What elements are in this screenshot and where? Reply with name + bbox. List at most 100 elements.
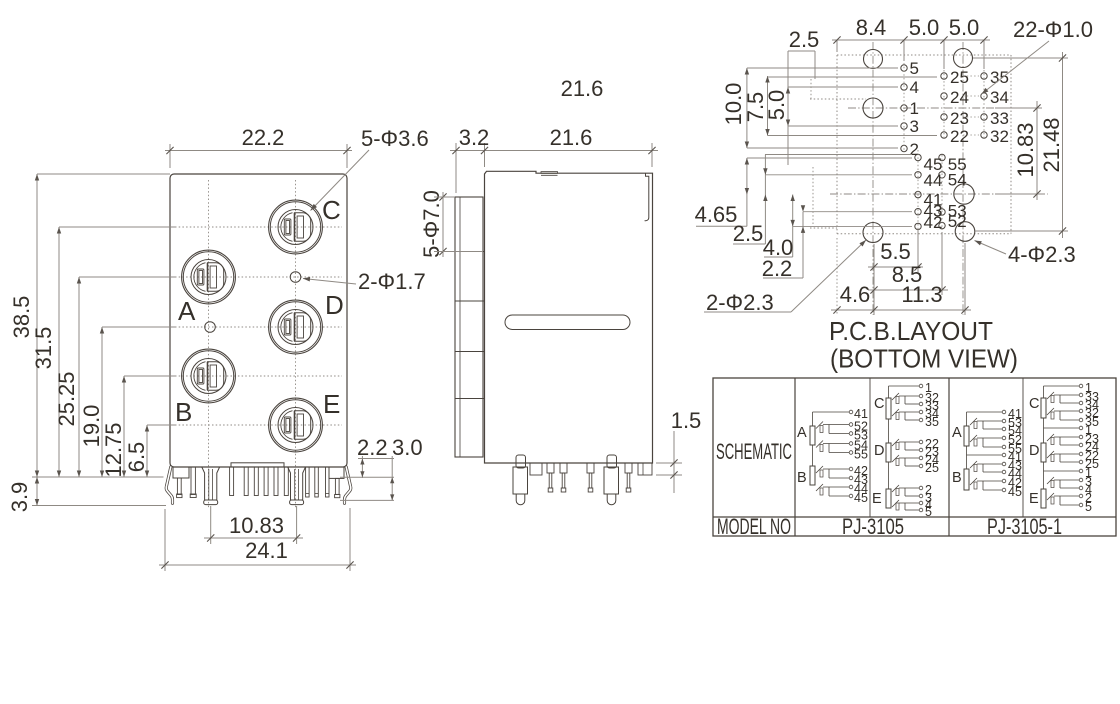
svg-text:B: B xyxy=(952,470,962,486)
svg-text:32: 32 xyxy=(990,127,1009,146)
svg-text:2.5: 2.5 xyxy=(789,27,820,52)
svg-text:5.0: 5.0 xyxy=(909,15,940,40)
svg-text:32: 32 xyxy=(925,391,939,405)
svg-text:D: D xyxy=(1029,443,1039,459)
svg-text:34: 34 xyxy=(990,88,1009,107)
svg-text:53: 53 xyxy=(1008,416,1022,430)
svg-text:1.5: 1.5 xyxy=(671,408,702,433)
svg-text:41: 41 xyxy=(854,407,868,421)
svg-text:55: 55 xyxy=(948,155,967,174)
svg-text:54: 54 xyxy=(854,439,868,453)
svg-text:38.5: 38.5 xyxy=(9,296,34,339)
svg-text:2: 2 xyxy=(1085,491,1092,505)
svg-text:33: 33 xyxy=(1085,390,1099,404)
svg-text:22: 22 xyxy=(1085,449,1099,463)
svg-text:52: 52 xyxy=(948,212,967,231)
svg-text:32: 32 xyxy=(1085,406,1099,420)
svg-text:(BOTTOM VIEW): (BOTTOM VIEW) xyxy=(830,344,1018,374)
svg-text:52: 52 xyxy=(1008,433,1022,447)
svg-text:35: 35 xyxy=(1085,415,1099,429)
svg-text:5-Φ3.6: 5-Φ3.6 xyxy=(361,126,429,151)
svg-text:D: D xyxy=(874,443,884,459)
svg-text:25: 25 xyxy=(925,461,939,475)
svg-text:3: 3 xyxy=(925,491,932,505)
svg-text:P.C.B.LAYOUT: P.C.B.LAYOUT xyxy=(829,316,993,346)
svg-text:B: B xyxy=(175,397,192,427)
svg-text:A: A xyxy=(797,425,807,441)
svg-text:2.2: 2.2 xyxy=(357,435,388,460)
svg-text:42: 42 xyxy=(1008,476,1022,490)
svg-text:4-Φ2.3: 4-Φ2.3 xyxy=(1008,242,1076,267)
svg-text:8.5: 8.5 xyxy=(892,262,923,287)
svg-text:A: A xyxy=(178,296,196,326)
svg-text:5: 5 xyxy=(925,505,932,519)
svg-text:53: 53 xyxy=(854,429,868,443)
svg-text:2: 2 xyxy=(925,483,932,497)
svg-text:19.0: 19.0 xyxy=(79,405,104,448)
svg-text:4: 4 xyxy=(910,78,919,97)
svg-text:3: 3 xyxy=(910,117,919,136)
svg-text:55: 55 xyxy=(854,448,868,462)
svg-text:B: B xyxy=(797,470,807,486)
svg-text:3.9: 3.9 xyxy=(7,482,32,513)
svg-text:43: 43 xyxy=(854,473,868,487)
svg-text:E: E xyxy=(1029,491,1039,507)
svg-text:21.48: 21.48 xyxy=(1039,117,1064,172)
svg-text:5: 5 xyxy=(910,59,919,78)
svg-text:25: 25 xyxy=(1085,457,1099,471)
svg-text:E: E xyxy=(872,491,882,507)
svg-text:4: 4 xyxy=(1085,483,1092,497)
svg-text:43: 43 xyxy=(1008,459,1022,473)
svg-text:55: 55 xyxy=(1008,442,1022,456)
svg-text:10.83: 10.83 xyxy=(229,513,284,538)
svg-text:5.5: 5.5 xyxy=(880,239,911,264)
svg-text:8.4: 8.4 xyxy=(856,15,887,40)
svg-text:23: 23 xyxy=(1085,432,1099,446)
svg-text:2-Φ1.7: 2-Φ1.7 xyxy=(358,269,426,294)
svg-text:41: 41 xyxy=(1008,407,1022,421)
svg-text:53: 53 xyxy=(948,202,967,221)
svg-text:35: 35 xyxy=(925,415,939,429)
svg-text:52: 52 xyxy=(854,420,868,434)
svg-text:4.6: 4.6 xyxy=(840,282,871,307)
svg-text:1: 1 xyxy=(1085,381,1092,395)
svg-text:6.5: 6.5 xyxy=(124,442,149,473)
svg-text:MODEL NO: MODEL NO xyxy=(717,514,791,539)
svg-text:21.6: 21.6 xyxy=(561,76,604,101)
svg-text:7.5: 7.5 xyxy=(743,92,768,123)
svg-text:10.0: 10.0 xyxy=(721,83,746,126)
svg-text:23: 23 xyxy=(950,109,969,128)
svg-text:21.6: 21.6 xyxy=(550,125,593,150)
svg-text:SCHEMATIC: SCHEMATIC xyxy=(716,439,792,464)
svg-text:1: 1 xyxy=(925,381,932,395)
svg-text:5.0: 5.0 xyxy=(949,15,980,40)
svg-text:33: 33 xyxy=(990,109,1009,128)
svg-text:E: E xyxy=(323,389,340,419)
svg-text:45: 45 xyxy=(1008,485,1022,499)
svg-text:45: 45 xyxy=(924,155,943,174)
svg-text:31.5: 31.5 xyxy=(31,327,56,370)
svg-text:2.2: 2.2 xyxy=(762,256,793,281)
svg-text:24.1: 24.1 xyxy=(245,538,288,563)
svg-text:5: 5 xyxy=(1085,500,1092,514)
svg-text:35: 35 xyxy=(990,68,1009,87)
svg-text:C: C xyxy=(322,195,341,225)
svg-text:12.75: 12.75 xyxy=(101,422,126,477)
svg-text:44: 44 xyxy=(924,171,943,190)
svg-text:33: 33 xyxy=(925,399,939,413)
svg-text:3.2: 3.2 xyxy=(459,125,490,150)
svg-text:44: 44 xyxy=(854,482,868,496)
svg-text:25.25: 25.25 xyxy=(54,371,79,426)
svg-text:54: 54 xyxy=(948,171,967,190)
svg-text:34: 34 xyxy=(1085,398,1099,412)
svg-text:41: 41 xyxy=(924,191,943,210)
svg-text:22.2: 22.2 xyxy=(242,125,285,150)
svg-text:42: 42 xyxy=(854,464,868,478)
svg-text:34: 34 xyxy=(925,407,939,421)
svg-text:54: 54 xyxy=(1008,424,1022,438)
svg-text:2.5: 2.5 xyxy=(733,221,764,246)
svg-text:22: 22 xyxy=(925,437,939,451)
svg-text:5-Φ7.0: 5-Φ7.0 xyxy=(419,190,444,258)
svg-text:44: 44 xyxy=(1008,467,1022,481)
svg-text:24: 24 xyxy=(925,453,939,467)
